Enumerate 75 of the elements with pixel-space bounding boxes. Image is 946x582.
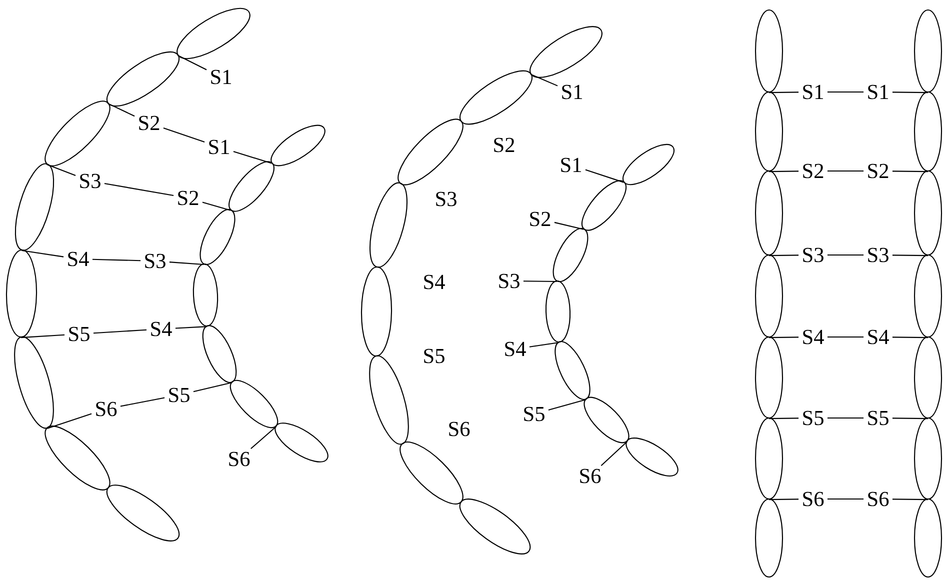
- ellipse: [914, 254, 942, 338]
- segment-label: S6: [580, 468, 601, 484]
- connector-line: [120, 397, 165, 407]
- segment-label: S3: [80, 174, 100, 188]
- segment-label: S6: [803, 492, 824, 506]
- segment-label: S5: [424, 348, 444, 364]
- segment-label: S1: [561, 158, 581, 172]
- connector-line: [104, 183, 174, 196]
- leader-line: [193, 382, 232, 392]
- connector-line: [92, 258, 141, 262]
- connector-line: [93, 329, 147, 334]
- ellipse: [914, 498, 942, 578]
- ellipse: [754, 336, 784, 419]
- segment-label: S1: [209, 140, 229, 154]
- ellipse: [754, 417, 784, 500]
- segment-label: S4: [803, 330, 824, 344]
- ellipse: [754, 254, 784, 338]
- ellipse: [754, 498, 784, 578]
- ellipse: [914, 417, 942, 500]
- segment-label: S2: [803, 164, 824, 178]
- ellipse: [914, 9, 942, 93]
- segment-label: S5: [524, 406, 544, 422]
- segment-label: S1: [562, 84, 582, 100]
- segment-label: S4: [505, 342, 526, 356]
- segment-label: S6: [449, 422, 470, 436]
- segment-label: S4: [424, 274, 445, 290]
- ellipse: [545, 280, 571, 343]
- connector-line: [827, 170, 864, 172]
- leader-line: [107, 102, 135, 117]
- leader-line: [548, 398, 586, 410]
- segment-label: S5: [868, 410, 888, 426]
- segment-label: S5: [803, 410, 824, 426]
- segment-label: S5: [169, 388, 190, 402]
- segment-label: S1: [211, 70, 231, 84]
- leader-line: [554, 222, 584, 230]
- leader-line: [585, 169, 624, 183]
- ellipse: [754, 9, 784, 93]
- connector-line: [827, 336, 864, 338]
- ellipse: [914, 170, 942, 256]
- ellipse: [914, 336, 942, 419]
- segment-label: S2: [530, 212, 550, 226]
- segment-label: S1: [803, 84, 823, 100]
- ellipse: [6, 249, 38, 338]
- segment-label: S6: [868, 492, 889, 506]
- segment-label: S4: [868, 330, 889, 344]
- leader-line: [523, 280, 557, 282]
- leader-line: [177, 54, 207, 70]
- leader-line: [233, 150, 272, 164]
- segment-label: S4: [68, 252, 89, 266]
- segment-label: S3: [868, 248, 888, 262]
- leader-line: [202, 202, 231, 211]
- connector-line: [827, 498, 864, 500]
- segment-label: S2: [139, 116, 160, 130]
- segment-label: S1: [868, 84, 888, 100]
- segment-label: S2: [494, 138, 514, 152]
- segment-label: S2: [868, 164, 888, 178]
- leader-line: [530, 74, 558, 86]
- ellipse: [914, 91, 942, 172]
- connector-line: [827, 91, 864, 93]
- segment-label: S3: [436, 192, 456, 206]
- connector-line: [827, 417, 864, 419]
- connector-line: [163, 127, 205, 143]
- segment-label: S2: [178, 190, 198, 206]
- ellipse: [192, 263, 218, 327]
- segment-label: S6: [229, 452, 250, 466]
- segment-label: S4: [151, 322, 172, 336]
- segment-label: S3: [803, 248, 824, 262]
- segment-label: S3: [145, 254, 166, 268]
- segment-label: S5: [69, 326, 90, 342]
- ellipse: [360, 266, 392, 357]
- ellipse: [754, 91, 784, 172]
- segment-label: S3: [499, 274, 520, 288]
- connector-line: [827, 254, 864, 256]
- segment-label: S6: [96, 402, 117, 416]
- ellipse: [754, 170, 784, 256]
